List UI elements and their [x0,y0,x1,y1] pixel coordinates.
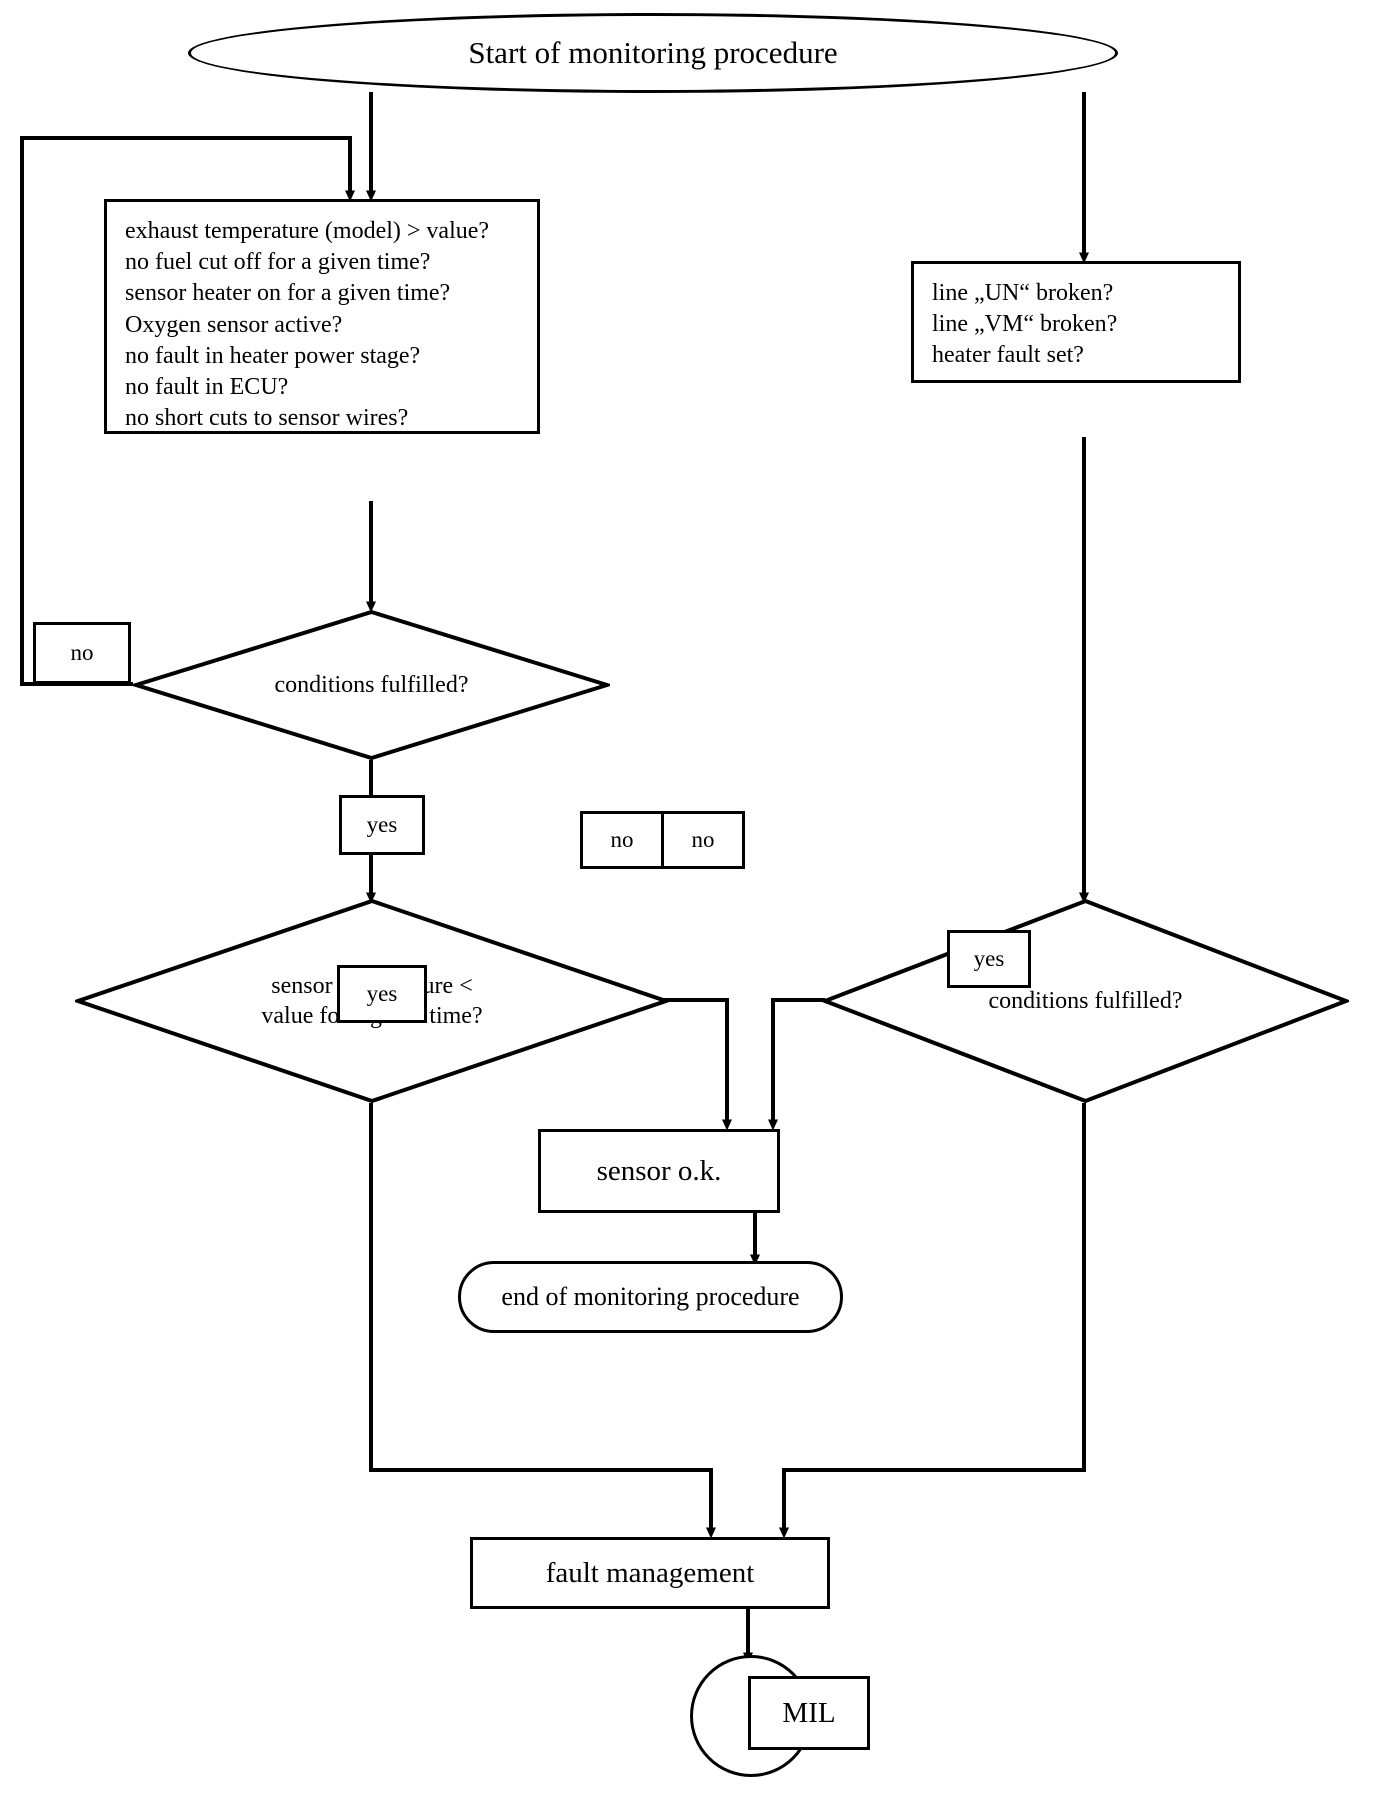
left-condition-line-1: exhaust temperature (model) > value? [125,218,490,244]
sensor-ok-label: sensor o.k. [596,1154,722,1187]
edge-decision3-no-to-sensor-ok [768,998,825,1131]
right-condition-line-2: line „VM“ broken? [932,311,1118,338]
edge-label-left-no-text: no [70,640,94,665]
edge-label-right-yes[interactable]: yes [947,930,1031,988]
left-conditions-box[interactable]: exhaust temperature (model) > value? no … [104,199,540,434]
diamond-shape [133,609,610,761]
right-condition-line-3: heater fault set? [932,342,1084,369]
edge-label-right-yes-text: yes [973,946,1005,971]
left-condition-line-5: no fault in heater power stage? [125,342,421,369]
right-conditions-box[interactable]: line „UN“ broken? line „VM“ broken? heat… [911,261,1241,383]
diamond-shape [822,898,1349,1104]
sensor-ok-box[interactable]: sensor o.k. [538,1129,780,1213]
start-node[interactable]: Start of monitoring procedure [188,13,1118,93]
fault-management-box[interactable]: fault management [470,1537,830,1609]
mil-label: MIL [782,1696,836,1729]
left-condition-line-3: sensor heater on for a given time? [125,280,451,307]
end-node-label: end of monitoring procedure [501,1282,800,1311]
edge-label-right-no-text: no [691,827,715,852]
start-node-label: Start of monitoring procedure [468,35,838,70]
left-condition-line-4: Oxygen sensor active? [125,311,343,338]
mil-label-box[interactable]: MIL [748,1676,870,1750]
left-condition-line-7: no short cuts to sensor wires? [125,405,409,432]
edge-label-left-yes-text: yes [366,812,398,837]
edge-label-right-no[interactable]: no [661,811,745,869]
right-condition-line-1: line „UN“ broken? [932,280,1114,306]
edge-label-sensor-temp-no-text: no [610,827,634,852]
edge-label-sensor-temp-yes[interactable]: yes [337,965,427,1023]
edge-label-left-yes[interactable]: yes [339,795,425,855]
left-condition-line-2: no fuel cut off for a given time? [125,249,431,276]
decision-left-conditions-fulfilled[interactable]: conditions fulfilled? [133,609,610,761]
left-condition-line-6: no fault in ECU? [125,373,289,400]
end-node[interactable]: end of monitoring procedure [458,1261,843,1333]
fault-management-label: fault management [545,1556,755,1589]
edge-label-sensor-temp-no[interactable]: no [580,811,664,869]
decision-right-conditions-fulfilled[interactable]: conditions fulfilled? [822,898,1349,1104]
edge-label-left-no[interactable]: no [33,622,131,684]
edge-label-sensor-temp-yes-text: yes [366,981,398,1006]
